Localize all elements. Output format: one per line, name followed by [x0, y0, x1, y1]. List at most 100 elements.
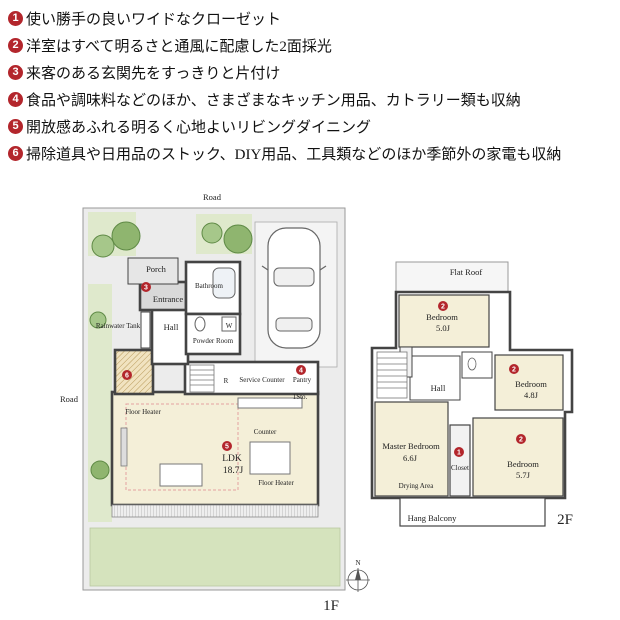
- bedroom-b-label: Bedroom: [515, 379, 547, 389]
- feature-text: 来客のある玄関先をすっきりと片付け: [26, 66, 281, 82]
- service-counter-label: Service Counter: [239, 376, 285, 384]
- tree: [89, 311, 107, 329]
- tree: [201, 222, 223, 244]
- marker-number: 1: [457, 450, 461, 457]
- stairs-2f: [376, 351, 408, 399]
- entrance-label: Entrance: [153, 294, 183, 304]
- car-mirror: [261, 265, 269, 271]
- number-badge: 2: [8, 38, 23, 53]
- house-1f: [110, 257, 320, 507]
- refrigerator-label: R: [224, 377, 229, 385]
- bedroom-c-size: 5.7J: [516, 470, 531, 480]
- master-bedroom-room: [374, 401, 449, 497]
- marker-number: 5: [225, 444, 229, 451]
- tree: [111, 221, 141, 251]
- bathroom-label: Bathroom: [195, 282, 224, 290]
- car-windshield: [273, 267, 315, 287]
- marker-6: 6: [122, 370, 132, 380]
- car-mirror: [319, 265, 327, 271]
- master-bedroom-size: 6.6J: [403, 453, 418, 463]
- toilet: [467, 357, 477, 371]
- marker-3: 3: [141, 282, 151, 292]
- feature-text: 使い勝手の良いワイドなクローゼット: [26, 12, 282, 28]
- floor-label-1f: 1F: [323, 598, 339, 614]
- washer-label: W: [226, 322, 233, 330]
- parking-space: [254, 221, 338, 368]
- marker-1: 1: [454, 447, 464, 457]
- tree: [90, 460, 110, 480]
- hall-2f-room: [409, 355, 461, 401]
- floor-heater-label: Floor Heater: [125, 408, 161, 416]
- tree: [223, 224, 253, 254]
- hall-label: Hall: [164, 322, 179, 332]
- closet-room: [449, 424, 471, 497]
- washer: [221, 316, 237, 332]
- lawn: [89, 527, 341, 587]
- flat-roof-label: Flat Roof: [450, 267, 483, 277]
- marker-2: 2: [509, 364, 519, 374]
- balcony-label: Hang Balcony: [408, 513, 458, 523]
- deck: [111, 504, 319, 518]
- number-badge: 1: [8, 11, 23, 26]
- tv-stand: [120, 427, 128, 467]
- marker-4: 4: [296, 365, 306, 375]
- stairs-1f: [189, 364, 215, 393]
- marker-2: 2: [516, 434, 526, 444]
- storage-label: 1Sto.: [293, 393, 308, 401]
- site-plan-1f: Road Road Porch Entrance Hall Bathroom W…: [60, 192, 370, 614]
- bedroom-a-size: 5.0J: [436, 323, 451, 333]
- flat-roof: [395, 261, 509, 293]
- marker-5: 5: [222, 441, 232, 451]
- dining-table: [249, 441, 291, 475]
- bedroom-c-label: Bedroom: [507, 459, 539, 469]
- toilet-room-2f: [461, 351, 493, 379]
- marker-number: 2: [441, 304, 445, 311]
- bedroom-b-room: [494, 354, 564, 411]
- shoe-box: [140, 311, 151, 349]
- ldk-size-label: 18.7J: [223, 466, 244, 476]
- floor-plan-2f: Flat Roof Bedroom 5.0J Bedroom 4.8J Hall…: [370, 261, 574, 528]
- number-badge: 4: [8, 92, 23, 107]
- bedroom-b-size: 4.8J: [524, 390, 539, 400]
- sofa: [159, 463, 203, 487]
- porch-label: Porch: [146, 264, 167, 274]
- floor-label-2f: 2F: [557, 512, 573, 528]
- porch-area: [127, 257, 179, 285]
- bathtub: [212, 267, 236, 299]
- marker-number: 6: [125, 373, 129, 380]
- pantry-label: Pantry: [293, 376, 312, 384]
- feature-text: 開放感あふれる明るく心地よいリビングダイニング: [26, 120, 372, 136]
- ldk-label: LDK: [222, 454, 242, 464]
- rainwater-tank-label: Rainwater Tank: [96, 322, 141, 330]
- marker-number: 3: [144, 285, 148, 292]
- number-badge: 5: [8, 119, 23, 134]
- hall-room: [150, 306, 190, 366]
- compass-north-label: N: [355, 559, 360, 567]
- road-label-top: Road: [203, 192, 222, 202]
- hall-2f-label: Hall: [431, 383, 446, 393]
- marker-number: 4: [299, 368, 303, 375]
- compass-icon: N: [346, 559, 370, 592]
- master-bedroom-label: Master Bedroom: [382, 441, 440, 451]
- closet-label: Closet: [451, 464, 469, 472]
- floor-heater-label: Floor Heater: [258, 479, 294, 487]
- kitchen-counter: [237, 397, 303, 409]
- bedroom-a-label: Bedroom: [426, 312, 458, 322]
- feature-text: 食品や調味料などのほか、さまざまなキッチン用品、カトラリー類も収納: [26, 93, 521, 109]
- trees: [89, 221, 253, 480]
- powder-room-label: Powder Room: [193, 337, 234, 345]
- marker-number: 2: [512, 367, 516, 374]
- toilet: [194, 316, 206, 332]
- drying-area-label: Drying Area: [399, 482, 435, 490]
- car-rear-window: [275, 317, 313, 332]
- bedroom-c-room: [472, 417, 564, 497]
- number-badge: 6: [8, 146, 23, 161]
